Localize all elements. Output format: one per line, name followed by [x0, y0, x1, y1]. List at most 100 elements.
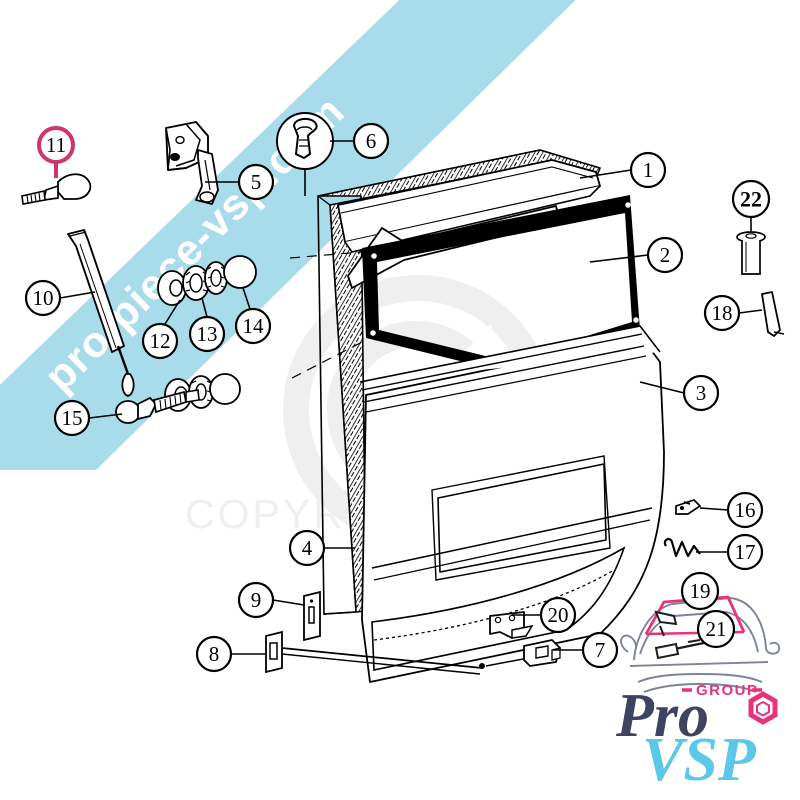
- callout-21[interactable]: 21: [696, 609, 736, 649]
- callout-circle-18[interactable]: [703, 294, 741, 332]
- callout-label-17: 17: [735, 540, 756, 564]
- logo-group-text: GROUP: [696, 682, 759, 699]
- callout-4[interactable]: 4: [288, 529, 355, 567]
- part-8-latch-rod: [265, 630, 561, 675]
- callout-3[interactable]: 3: [639, 374, 720, 412]
- part-9-latch-plate: [303, 590, 321, 642]
- part-11-ball-stud: [21, 173, 92, 205]
- callout-leader-9: [272, 599, 305, 606]
- callout-label-15: 15: [62, 406, 83, 430]
- callout-9[interactable]: 9: [237, 581, 305, 619]
- part-18-hinge-bolt: [761, 291, 785, 337]
- callout-circle-10[interactable]: [24, 279, 62, 317]
- logo-vsp-text: VSP: [642, 726, 757, 788]
- callout-label-9: 9: [251, 588, 262, 612]
- callout-label-8: 8: [209, 642, 220, 666]
- part-17-wire-clip: [663, 537, 701, 558]
- callout-leader-12: [164, 299, 181, 325]
- callout-circle-16[interactable]: [726, 491, 764, 529]
- callout-leader-2: [589, 254, 649, 263]
- callout-label-13: 13: [197, 322, 218, 346]
- callout-label-4: 4: [302, 536, 313, 560]
- callout-circle-12[interactable]: [141, 322, 179, 360]
- callout-12[interactable]: 12: [141, 299, 181, 360]
- callout-label-5: 5: [251, 170, 262, 194]
- callout-label-14: 14: [243, 314, 265, 338]
- callout-leader-15: [88, 413, 123, 419]
- callout-label-22: 22: [740, 187, 762, 212]
- callout-leader-1: [579, 169, 632, 179]
- logo-group-mark: GROUP: [682, 682, 762, 699]
- callout-16[interactable]: 16: [699, 491, 764, 529]
- callout-circle-8[interactable]: [195, 635, 233, 673]
- callout-2[interactable]: 2: [589, 236, 684, 274]
- callout-circle-9[interactable]: [237, 581, 275, 619]
- callout-label-2: 2: [660, 243, 671, 267]
- callout-label-6: 6: [366, 129, 377, 153]
- callout-6[interactable]: 6: [330, 122, 390, 160]
- callout-label-21: 21: [706, 617, 727, 641]
- callout-22[interactable]: 22: [731, 179, 771, 232]
- callout-20[interactable]: 20: [512, 596, 577, 634]
- callout-leader-10: [59, 291, 96, 299]
- callout-circle-2[interactable]: [646, 236, 684, 274]
- callout-circle-6[interactable]: [352, 122, 390, 160]
- alignment-dashed-lines: [289, 251, 367, 379]
- callout-circle-7[interactable]: [581, 631, 619, 669]
- callout-circle-21[interactable]: [696, 609, 736, 649]
- callout-14[interactable]: 14: [234, 287, 272, 345]
- logo-pro-text: Pro: [615, 682, 709, 750]
- part-22-rivet: [736, 231, 766, 275]
- callout-7[interactable]: 7: [553, 631, 619, 669]
- callout-18[interactable]: 18: [703, 294, 763, 332]
- callout-11[interactable]: 11: [37, 126, 75, 178]
- provsp-logo: GROUP Pro VSP: [600, 668, 785, 788]
- callout-circle-22[interactable]: [731, 179, 771, 219]
- callout-8[interactable]: 8: [195, 635, 265, 673]
- callout-13[interactable]: 13: [188, 297, 226, 353]
- callout-15[interactable]: 15: [53, 399, 123, 437]
- callout-label-10: 10: [33, 286, 54, 310]
- part-16-small-clip: [675, 499, 702, 515]
- callout-circle-20[interactable]: [539, 596, 577, 634]
- callout-circle-3[interactable]: [682, 374, 720, 412]
- callout-circle-11[interactable]: [37, 126, 75, 164]
- logo-hexagon-icon: [748, 691, 778, 725]
- callout-circle-14[interactable]: [234, 307, 272, 345]
- callout-label-7: 7: [595, 638, 606, 662]
- callout-label-12: 12: [150, 329, 171, 353]
- callout-circle-1[interactable]: [629, 151, 667, 189]
- part-15-bolt: [115, 389, 200, 424]
- callout-leader-14: [242, 287, 251, 310]
- callout-circle-15[interactable]: [53, 399, 91, 437]
- callout-circle-4[interactable]: [288, 529, 326, 567]
- callout-leader-13: [201, 297, 208, 318]
- callout-10[interactable]: 10: [24, 279, 96, 317]
- callout-label-20: 20: [548, 603, 569, 627]
- callout-label-19: 19: [690, 579, 711, 603]
- callout-circle-17[interactable]: [726, 533, 764, 571]
- callout-label-1: 1: [643, 158, 654, 182]
- callout-label-3: 3: [696, 381, 707, 405]
- part-10-gas-strut: [67, 229, 135, 397]
- callout-19[interactable]: 19: [680, 571, 720, 611]
- callout-circle-13[interactable]: [188, 315, 226, 353]
- callout-5[interactable]: 5: [205, 163, 275, 201]
- callout-label-11: 11: [46, 133, 66, 157]
- part-3-tailgate-panel: [359, 325, 665, 683]
- callout-leader-3: [639, 381, 685, 394]
- callout-label-16: 16: [735, 498, 756, 522]
- callout-17[interactable]: 17: [696, 533, 764, 571]
- part-cluster-upper-bushings: [157, 255, 257, 306]
- part-2-window-seal: [362, 195, 640, 372]
- provsp-logo-svg: GROUP Pro VSP: [615, 682, 778, 788]
- callout-circle-5[interactable]: [237, 163, 275, 201]
- part-6-retaining-clip: [276, 112, 334, 196]
- callout-1[interactable]: 1: [579, 151, 667, 189]
- part-20-lock-bracket: [489, 611, 534, 639]
- callout-label-18: 18: [712, 301, 733, 325]
- callout-circle-19[interactable]: [680, 571, 720, 611]
